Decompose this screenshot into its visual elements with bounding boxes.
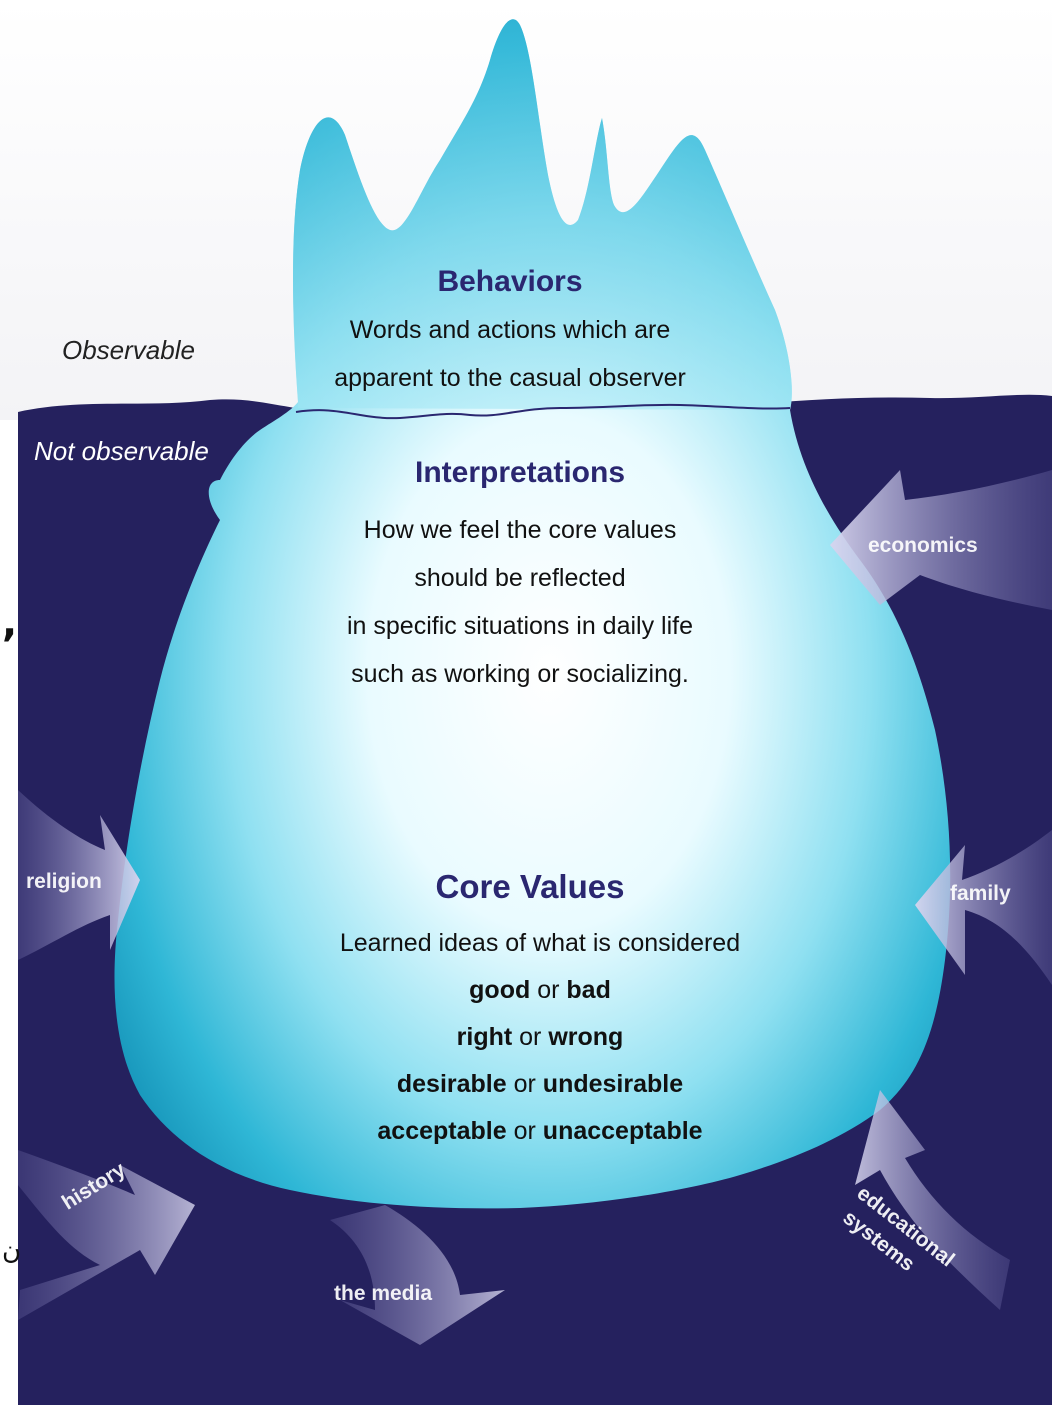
- value-acceptable: acceptable: [377, 1117, 507, 1145]
- behaviors-line-2: apparent to the casual observer: [334, 364, 686, 392]
- value-pair-right-wrong: right or wrong: [290, 1014, 790, 1061]
- waterline: [295, 403, 791, 420]
- behaviors-desc: Words and actions which are apparent to …: [280, 306, 740, 402]
- stray-glyph-mark: ن: [2, 1236, 22, 1266]
- arrow-religion: [18, 790, 140, 960]
- interpretations-line-2: should be reflected: [414, 564, 626, 592]
- value-pair-acceptable-unacceptable: acceptable or unacceptable: [290, 1108, 790, 1155]
- core-values-intro: Learned ideas of what is considered: [339, 929, 741, 957]
- observable-label: Observable: [62, 335, 195, 365]
- arrow-educational-systems: [855, 1090, 1010, 1310]
- iceberg-tip: [293, 19, 792, 411]
- core-values-desc: Learned ideas of what is considered good…: [290, 920, 790, 1155]
- interpretations-line-4: such as working or socializing.: [351, 660, 689, 688]
- value-right: right: [456, 1023, 513, 1051]
- value-desirable: desirable: [396, 1070, 507, 1098]
- core-values-title: Core Values: [435, 868, 625, 905]
- value-unacceptable: unacceptable: [542, 1117, 703, 1145]
- interpretations-desc: How we feel the core values should be re…: [290, 506, 750, 698]
- value-pair-desirable-undesirable: desirable or undesirable: [290, 1061, 790, 1108]
- behaviors-line-1: Words and actions which are: [349, 316, 671, 344]
- or-word: or: [513, 1117, 536, 1145]
- not-observable-label: Not observable: [34, 436, 209, 466]
- stray-comma-mark: ,: [2, 600, 18, 646]
- arrow-family: [915, 830, 1052, 985]
- force-family-label: family: [950, 882, 1011, 905]
- behaviors-title: Behaviors: [437, 265, 583, 298]
- interpretations-line-1: How we feel the core values: [363, 516, 677, 544]
- interpretations-line-3: in specific situations in daily life: [347, 612, 693, 640]
- arrow-the-media: [330, 1205, 505, 1345]
- arrow-economics: [830, 470, 1052, 610]
- value-undesirable: undesirable: [542, 1070, 684, 1098]
- value-bad: bad: [566, 976, 611, 1004]
- arrow-history: [18, 1150, 195, 1320]
- or-word: or: [513, 1070, 536, 1098]
- value-good: good: [469, 976, 531, 1004]
- force-religion-label: religion: [26, 870, 102, 893]
- force-economics-label: economics: [868, 534, 978, 557]
- or-word: or: [537, 976, 560, 1004]
- value-pair-good-bad: good or bad: [290, 967, 790, 1014]
- or-word: or: [519, 1023, 542, 1051]
- value-wrong: wrong: [548, 1023, 624, 1051]
- interpretations-title: Interpretations: [414, 456, 626, 489]
- force-media-label: the media: [334, 1282, 433, 1305]
